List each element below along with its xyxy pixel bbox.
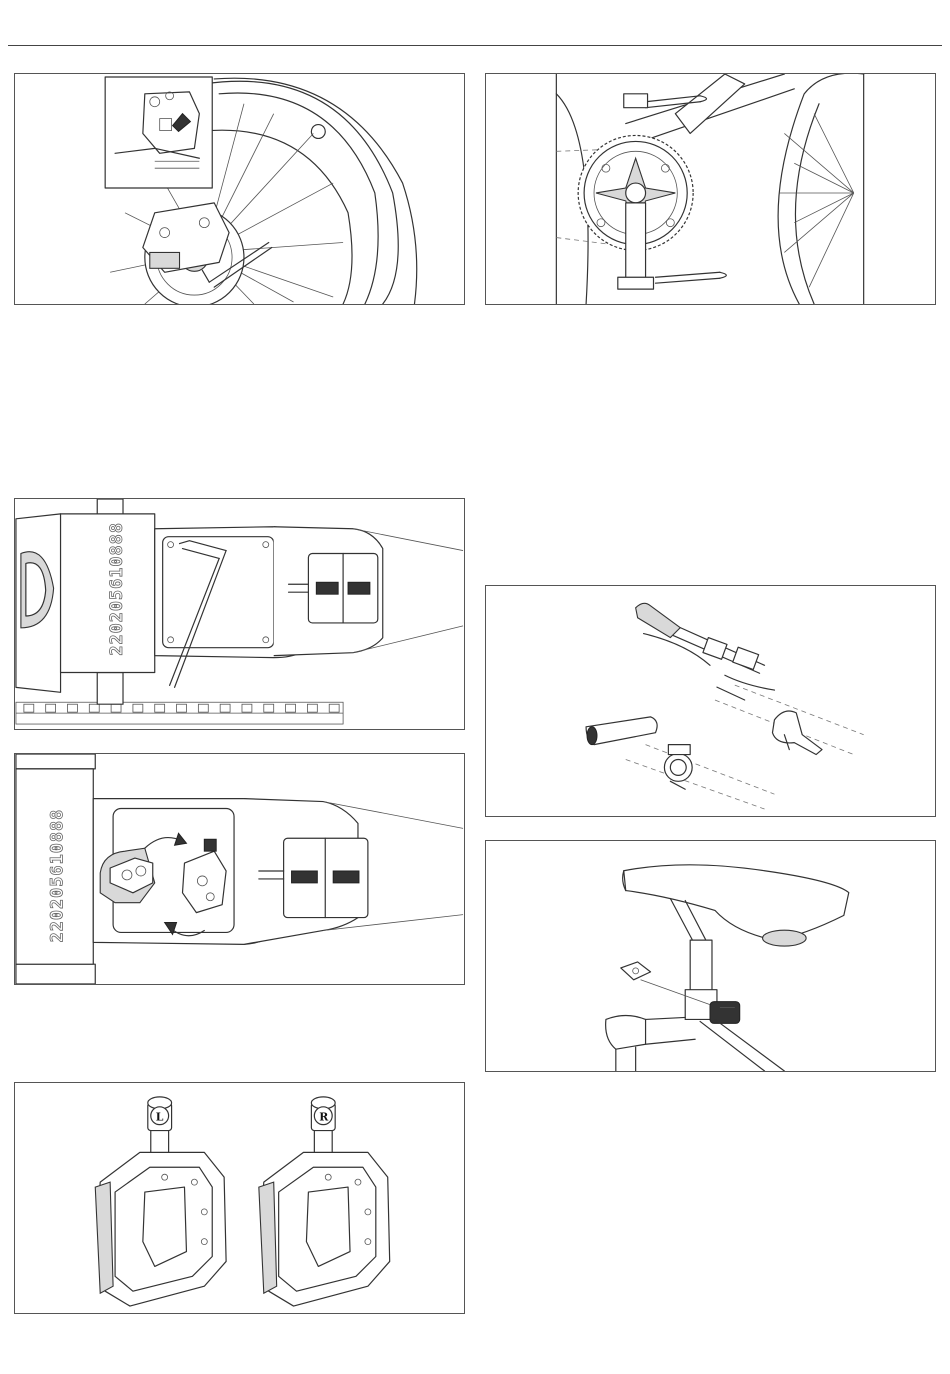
figure-crank-chainring <box>485 73 936 305</box>
frame-hinge-hex-illustration: 220205610888 <box>15 499 464 729</box>
brake-caliper-illustration <box>15 74 464 304</box>
figure-frame-hinge-hex: 220205610888 <box>14 498 465 730</box>
figure-handlebar-clamps <box>485 585 936 817</box>
figure-saddle-light-mount <box>485 840 936 1072</box>
saddle-light-mount-illustration <box>486 841 935 1071</box>
hinge-serial-number-2: 220205610888 <box>47 809 67 943</box>
right-pedal-mark: R <box>319 1111 329 1124</box>
frame-hinge-clamp-illustration: 220205610888 <box>15 754 464 984</box>
header-rule <box>8 45 942 46</box>
left-pedal-mark: L <box>156 1111 164 1124</box>
figure-pedals: L R <box>14 1082 465 1314</box>
crank-chainring-illustration <box>486 74 935 304</box>
handlebar-clamps-illustration <box>486 586 935 816</box>
figure-frame-hinge-clamp: 220205610888 <box>14 753 465 985</box>
hinge-serial-number: 220205610888 <box>106 522 126 656</box>
right-pedal: R <box>259 1097 390 1306</box>
figure-brake-caliper <box>14 73 465 305</box>
left-pedal: L <box>95 1097 226 1306</box>
pedals-illustration: L R <box>15 1083 464 1313</box>
